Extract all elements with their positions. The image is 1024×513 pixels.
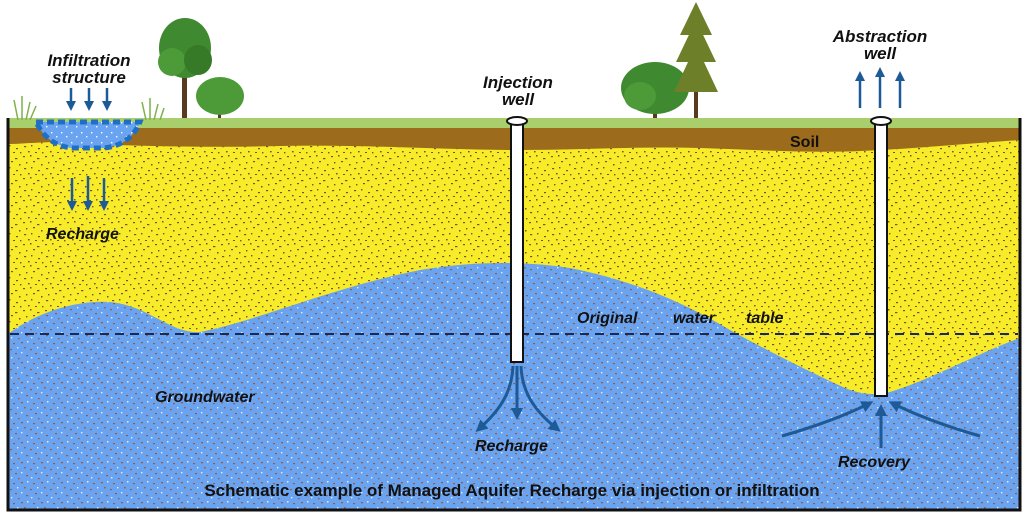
groundwater-label: Groundwater — [155, 389, 255, 406]
injection-well-label-line-2: well — [501, 90, 535, 109]
tree-icon — [196, 77, 244, 120]
abstraction-arrow-icon — [855, 67, 905, 108]
abstraction-well-label-line-2: well — [863, 44, 897, 63]
tree-icon — [158, 18, 212, 122]
tree-icon — [621, 62, 689, 120]
diagram-caption: Schematic example of Managed Aquifer Rec… — [204, 481, 820, 500]
soil-label: Soil — [790, 134, 820, 151]
infiltration-structure-label-line-2: structure — [52, 68, 126, 87]
abstraction-well-label: Abstraction well — [816, 28, 944, 62]
original-label: Original — [577, 310, 638, 327]
infiltration-structure-label-line-1: Infiltration — [47, 51, 131, 70]
table-label: table — [746, 310, 784, 327]
infiltration-pond — [31, 119, 144, 151]
tree-icon — [674, 2, 718, 124]
injection-well-label-line-1: Injection — [483, 73, 553, 92]
recharge-arrow-icon — [475, 365, 561, 433]
abstraction-well — [870, 116, 892, 397]
recharge-label-left: Recharge — [46, 226, 119, 243]
recovery-label: Recovery — [838, 454, 911, 471]
recharge-arrow-icon — [67, 176, 109, 211]
cross-section-frame — [6, 118, 1022, 512]
injection-well — [506, 116, 528, 363]
grass-tuft-icon — [13, 96, 165, 121]
infiltration-arrow-icon — [66, 88, 112, 111]
infiltration-structure-label: Infiltration structure — [22, 52, 156, 86]
water-label: water — [673, 310, 715, 327]
abstraction-well-label-line-1: Abstraction — [832, 27, 928, 46]
recharge-label-center: Recharge — [475, 438, 548, 455]
groundwater-body — [8, 263, 1020, 510]
injection-well-label: Injection well — [466, 74, 570, 108]
recovery-arrow-icon — [781, 401, 981, 448]
